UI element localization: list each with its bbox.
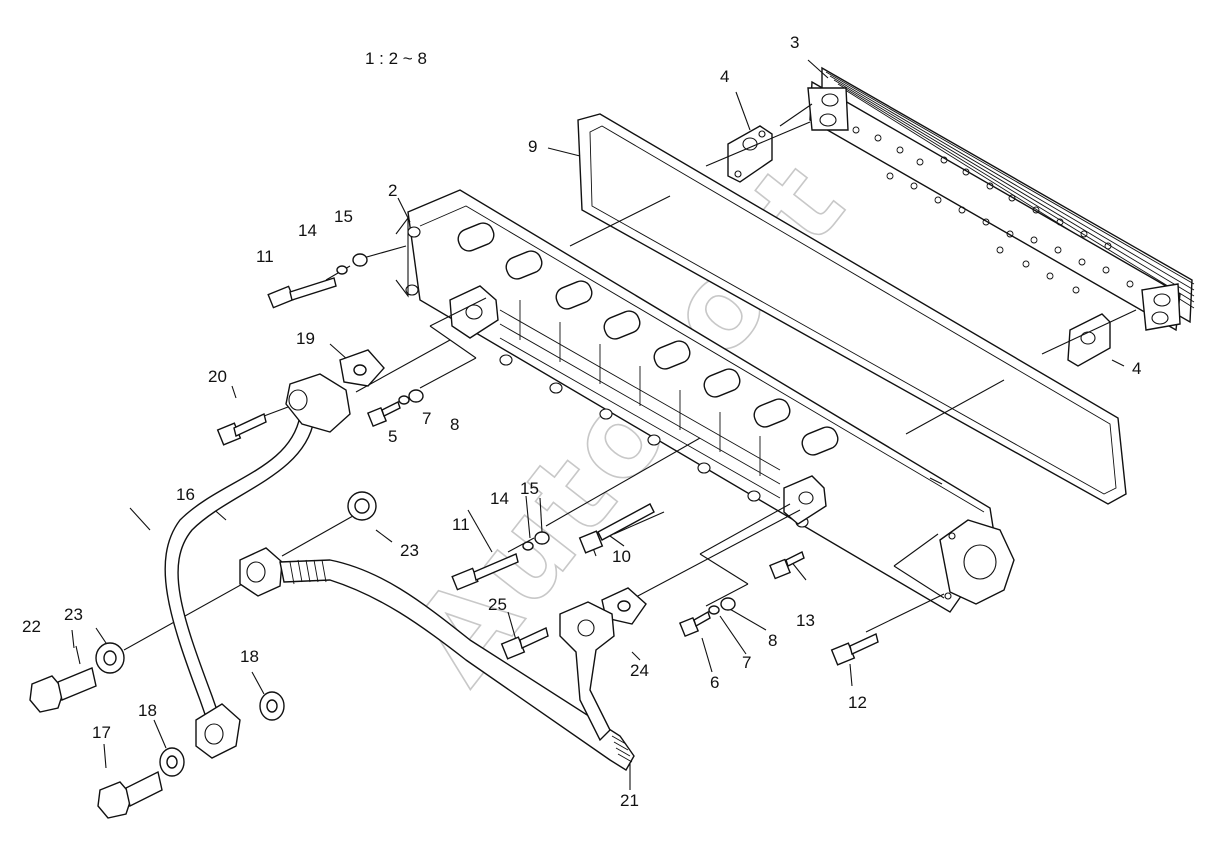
callout-22: 22 (22, 617, 41, 636)
callout-8: 8 (450, 415, 459, 434)
callout-14: 14 (298, 221, 317, 240)
callout-11b: 11 (452, 515, 470, 534)
callout-18b: 18 (138, 701, 157, 720)
callout-14b: 14 (490, 489, 509, 508)
callout-10: 10 (612, 547, 631, 566)
callout-20: 20 (208, 367, 227, 386)
callout-18: 18 (240, 647, 259, 666)
callout-labels: 3 4 9 2 15 14 11 19 20 5 7 8 4 16 14 15 … (22, 33, 1141, 810)
callout-4: 4 (720, 67, 729, 86)
callout-12: 12 (848, 693, 867, 712)
callout-25: 25 (488, 595, 507, 614)
gasket-upper (727, 125, 773, 183)
callout-24: 24 (630, 661, 649, 680)
callout-21: 21 (620, 791, 639, 810)
callout-15b: 15 (520, 479, 539, 498)
callout-13: 13 (796, 611, 815, 630)
callout-9: 9 (528, 137, 537, 156)
callout-23: 23 (400, 541, 419, 560)
cooler-cover (405, 189, 1015, 613)
callout-7b: 7 (742, 653, 751, 672)
callout-5: 5 (388, 427, 397, 446)
gasket-lower (1067, 313, 1111, 367)
callout-17: 17 (92, 723, 111, 742)
callout-11: 11 (256, 247, 274, 266)
cover-gasket (577, 113, 1127, 505)
callout-8b: 8 (768, 631, 777, 650)
callout-3: 3 (790, 33, 799, 52)
callout-4b: 4 (1132, 359, 1141, 378)
callout-6: 6 (710, 673, 719, 692)
cooler-element (807, 66, 1195, 332)
callout-23b: 23 (64, 605, 83, 624)
leader-lines (71, 59, 1137, 790)
callout-19: 19 (296, 329, 315, 348)
pipes (164, 373, 635, 771)
callout-7: 7 (422, 409, 431, 428)
callout-16: 16 (176, 485, 195, 504)
callout-2: 2 (388, 181, 397, 200)
fasteners (29, 253, 879, 819)
callout-15: 15 (334, 207, 353, 226)
scale-note: 1 : 2 ~ 8 (365, 49, 427, 68)
